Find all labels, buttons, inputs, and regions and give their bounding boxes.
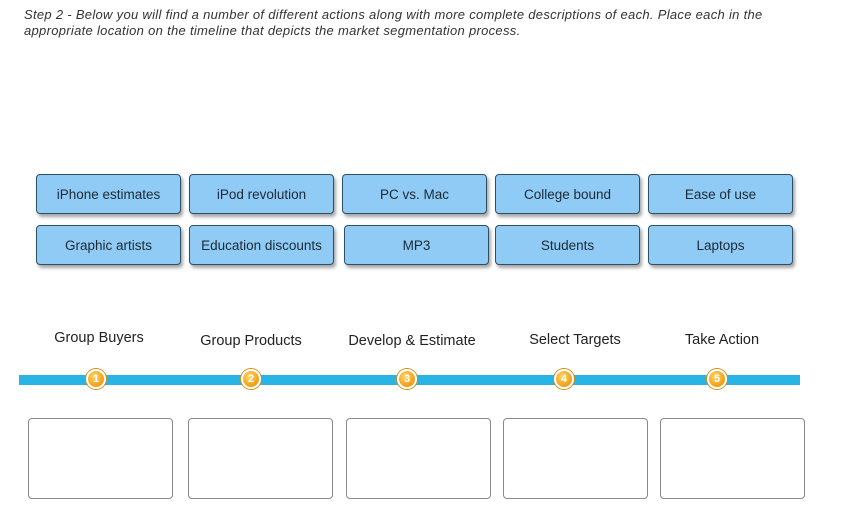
card-college-bound[interactable]: College bound: [495, 174, 640, 214]
step-marker-5: 5: [707, 369, 727, 389]
card-graphic-artists[interactable]: Graphic artists: [36, 225, 181, 265]
drop-zone-4[interactable]: [503, 418, 648, 499]
card-laptops[interactable]: Laptops: [648, 225, 793, 265]
card-students[interactable]: Students: [495, 225, 640, 265]
card-ipod-revolution[interactable]: iPod revolution: [189, 174, 334, 214]
step-label-select-targets: Select Targets: [529, 332, 621, 348]
instructions-text: Step 2 - Below you will find a number of…: [24, 7, 763, 38]
step-label-group-buyers: Group Buyers: [54, 330, 144, 346]
drop-zone-5[interactable]: [660, 418, 805, 499]
card-iphone-estimates[interactable]: iPhone estimates: [36, 174, 181, 214]
card-pc-vs-mac[interactable]: PC vs. Mac: [342, 174, 487, 214]
drop-zone-1[interactable]: [28, 418, 173, 499]
step-label-group-products: Group Products: [200, 333, 302, 349]
step-marker-1: 1: [86, 369, 106, 389]
card-mp3[interactable]: MP3: [344, 225, 489, 265]
drop-zone-2[interactable]: [188, 418, 333, 499]
card-ease-of-use[interactable]: Ease of use: [648, 174, 793, 214]
step-label-take-action: Take Action: [684, 332, 760, 348]
step-marker-2: 2: [241, 369, 261, 389]
step-marker-3: 3: [397, 369, 417, 389]
card-education-discounts[interactable]: Education discounts: [189, 225, 334, 265]
step-label-develop-estimate: Develop & Estimate: [348, 333, 476, 349]
drop-zone-3[interactable]: [346, 418, 491, 499]
step-marker-4: 4: [554, 369, 574, 389]
